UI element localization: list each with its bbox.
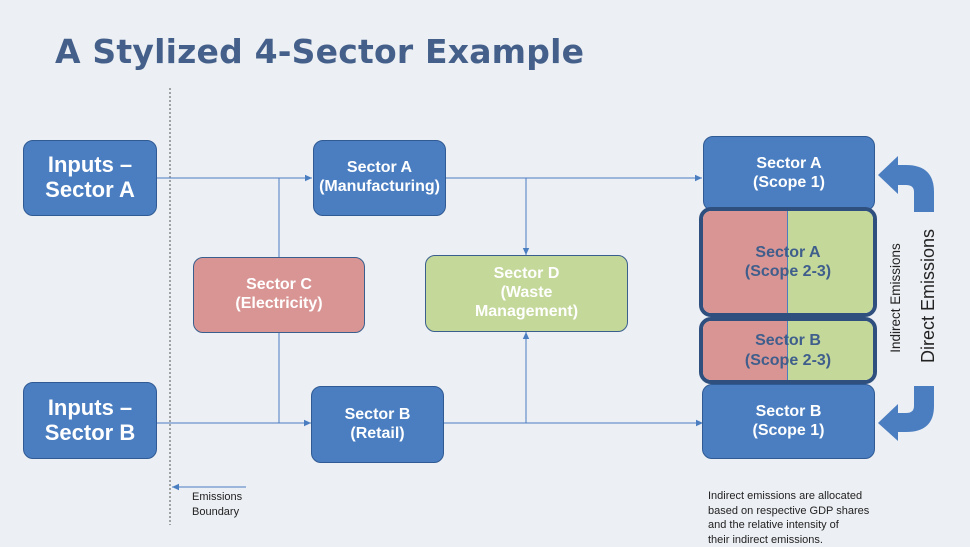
sector-b-scope23-box: Sector B(Scope 2-3) [699, 317, 877, 384]
electricity-share [703, 321, 788, 380]
direct-emissions-arrow-top [878, 156, 934, 212]
direct-emissions-arrow-bottom [878, 386, 934, 441]
sector-a-scope1-box: Sector A(Scope 1) [703, 136, 875, 211]
direct-emissions-label: Direct Emissions [918, 228, 938, 364]
sector-b-scope1-box: Sector B(Scope 1) [702, 384, 875, 459]
waste-share [787, 321, 873, 380]
sector-b-retail-box: Sector B(Retail) [311, 386, 444, 463]
sector-a-manufacturing-box: Sector A(Manufacturing) [313, 140, 446, 216]
allocation-note: Indirect emissions are allocated based o… [708, 490, 870, 546]
sector-c-electricity-box: Sector C(Electricity) [193, 257, 365, 333]
sector-a-scope23-box: Sector A(Scope 2-3) [699, 207, 877, 317]
electricity-share [703, 211, 788, 313]
emissions-boundary-label: Emissions Boundary [192, 491, 243, 518]
page-title: A Stylized 4-Sector Example [55, 32, 585, 71]
inputs-sector-b-box: Inputs –Sector B [23, 382, 157, 459]
inputs-sector-a-box: Inputs –Sector A [23, 140, 157, 216]
indirect-emissions-label: Indirect Emissions [888, 243, 903, 353]
waste-share [787, 211, 873, 313]
